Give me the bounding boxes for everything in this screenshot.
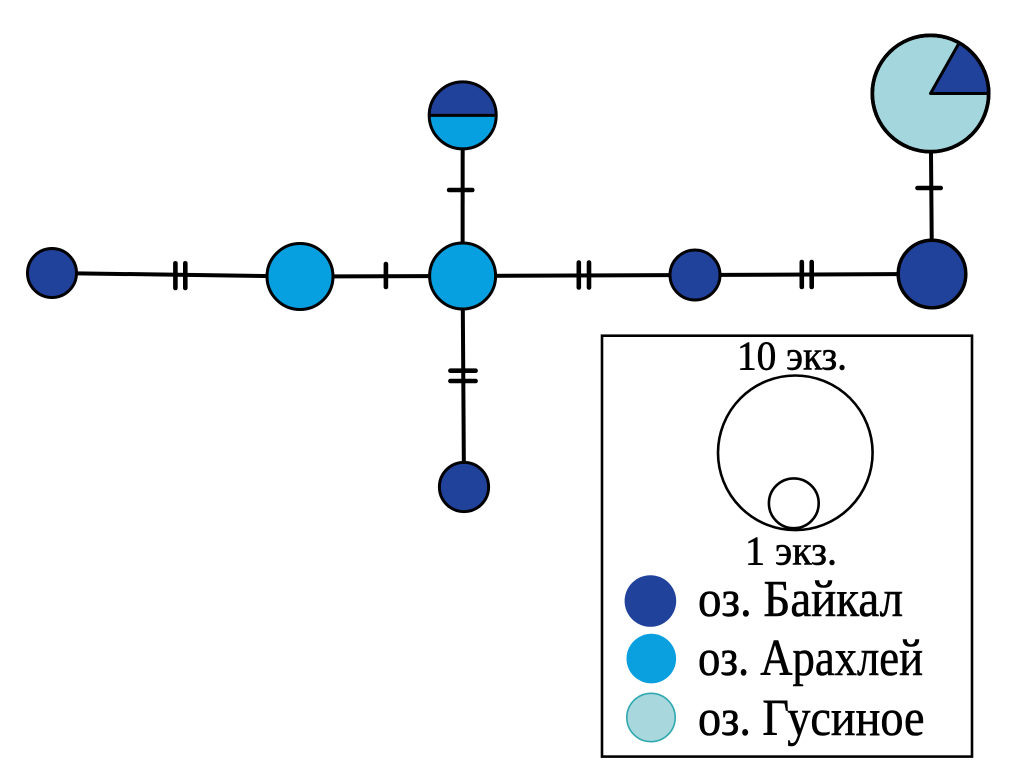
- svg-text:оз. Арахлей: оз. Арахлей: [698, 630, 923, 687]
- svg-text:оз. Байкал: оз. Байкал: [698, 571, 903, 628]
- svg-text:оз. Гусиное: оз. Гусиное: [698, 690, 925, 747]
- svg-text:1 экз.: 1 экз.: [745, 528, 837, 574]
- svg-text:10 экз.: 10 экз.: [737, 333, 847, 379]
